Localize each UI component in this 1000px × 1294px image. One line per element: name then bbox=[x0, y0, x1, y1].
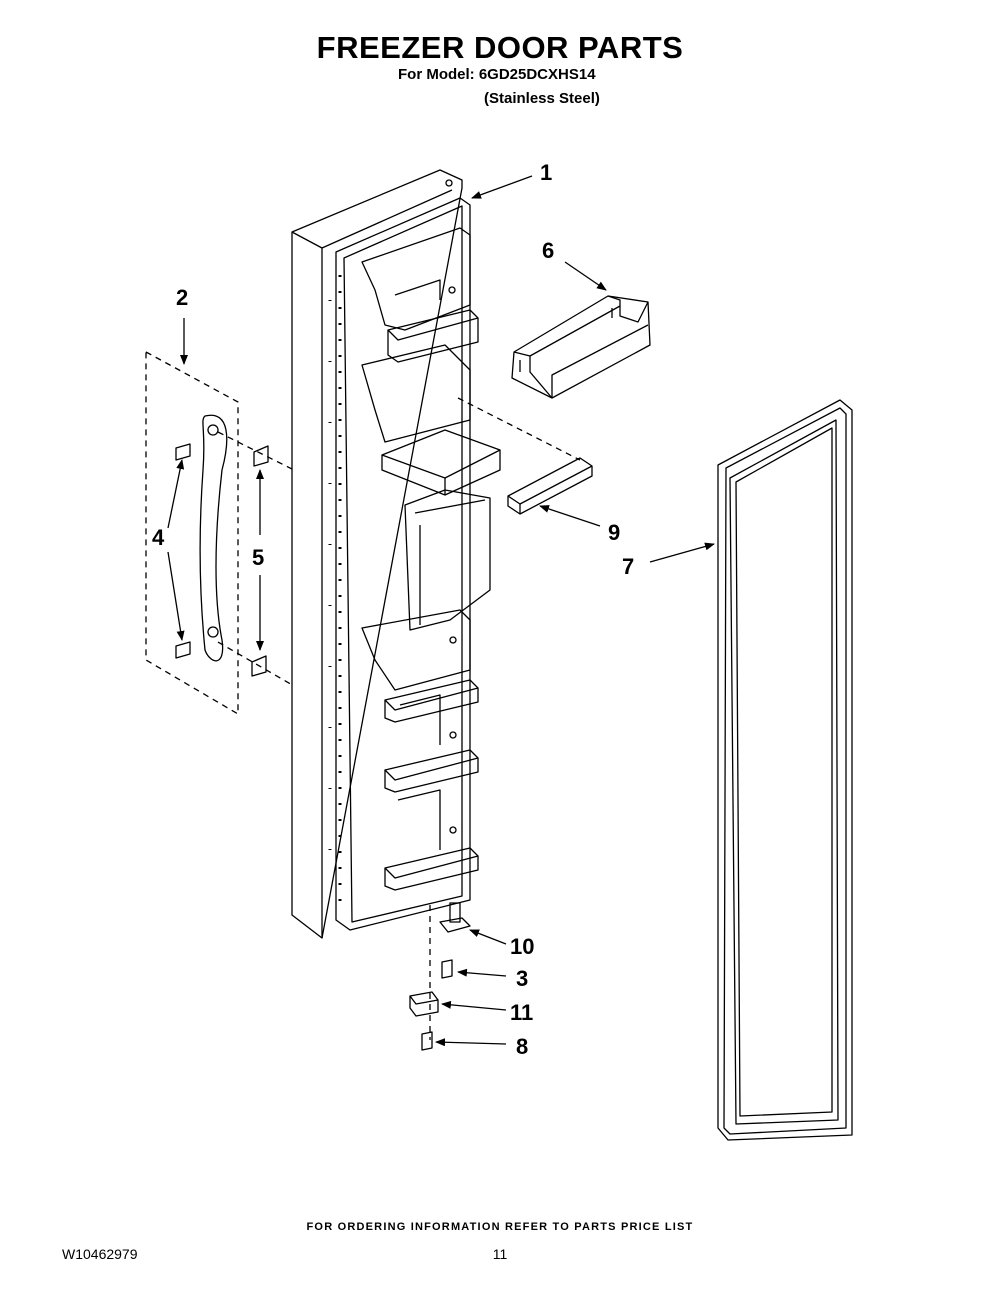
callout-8: 8 bbox=[516, 1034, 528, 1059]
document-number: W10462979 bbox=[62, 1246, 138, 1262]
callout-10: 10 bbox=[510, 934, 534, 959]
leader-4b bbox=[167, 551, 185, 641]
freezer-door bbox=[291, 169, 501, 939]
ordering-note: FOR ORDERING INFORMATION REFER TO PARTS … bbox=[306, 1221, 694, 1233]
leader-8 bbox=[435, 1038, 507, 1047]
leader-11 bbox=[441, 1000, 507, 1011]
leader-7 bbox=[649, 542, 715, 563]
finish-line: (Stainless Steel) bbox=[484, 90, 600, 107]
leader-4a bbox=[167, 459, 185, 529]
leader-3 bbox=[457, 968, 507, 977]
callout-2: 2 bbox=[176, 285, 188, 310]
leader-1 bbox=[471, 175, 533, 199]
door-gasket bbox=[717, 399, 853, 1141]
hinge-hardware bbox=[409, 902, 471, 1051]
handle-assembly bbox=[145, 351, 295, 715]
page-title: FREEZER DOOR PARTS bbox=[316, 30, 684, 65]
callout-5: 5 bbox=[252, 545, 264, 570]
callout-6: 6 bbox=[542, 238, 554, 263]
rail-bracket bbox=[507, 457, 593, 515]
leader-6 bbox=[564, 261, 607, 291]
door-bin bbox=[511, 295, 651, 399]
callout-7: 7 bbox=[622, 554, 634, 579]
callout-1: 1 bbox=[540, 160, 552, 185]
callout-11: 11 bbox=[510, 1000, 533, 1025]
callout-3: 3 bbox=[516, 966, 528, 991]
page-number: 11 bbox=[492, 1246, 508, 1262]
callout-4: 4 bbox=[152, 525, 165, 550]
leader-9 bbox=[539, 505, 601, 527]
model-line: For Model: 6GD25DCXHS14 bbox=[398, 66, 596, 83]
leader-10 bbox=[469, 929, 507, 945]
leader-lines bbox=[167, 175, 715, 1047]
callout-9: 9 bbox=[608, 520, 620, 545]
